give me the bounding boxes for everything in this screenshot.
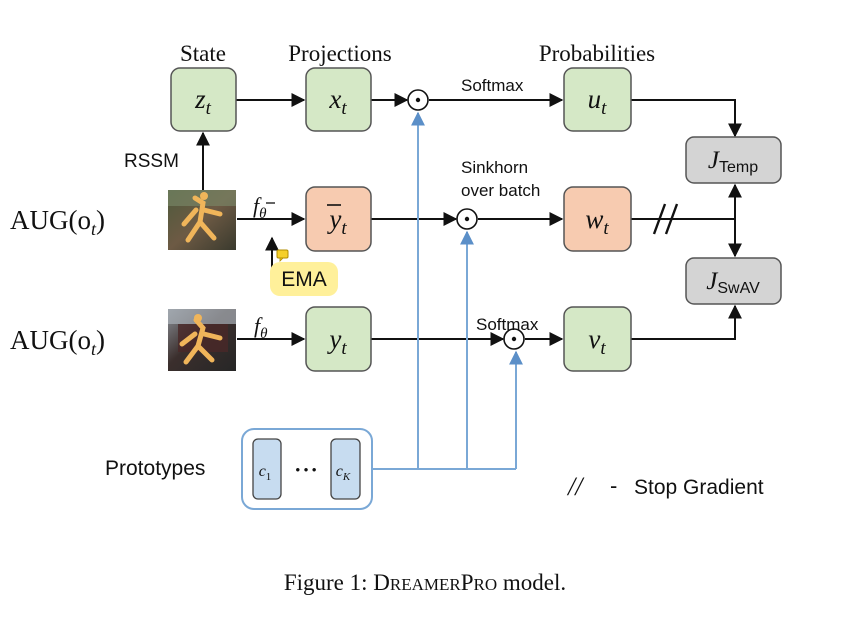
line-v-to-jswav [631,304,742,340]
svg-text:zt: zt [194,84,212,119]
svg-text:c1: c1 [259,463,272,483]
svg-text:xt: xt [328,84,347,119]
prototype-ellipsis: • • • [296,462,317,477]
node-w: wt [563,186,632,252]
sinkhorn-label-line1: Sinkhorn [461,158,528,177]
stop-gradient-text: Stop Gradient [634,476,764,499]
node-jswav: JSwAV [685,257,782,305]
stop-gradient-dash: - [610,473,617,498]
node-ybar: yt [305,186,372,252]
node-z: zt [170,67,237,132]
f-theta-bar-label: fθ [253,193,267,222]
stop-gradient-mark: // [566,472,585,501]
node-u: ut [563,67,632,132]
ema-label: EMA [281,268,327,291]
node-x: xt [305,67,372,132]
node-v: vt [563,306,632,372]
observation-image-top [168,190,236,250]
header-probabilities: Probabilities [539,41,655,66]
softmax-bottom-label: Softmax [476,315,539,334]
svg-text:ut: ut [588,84,608,119]
aug-label-bottom: AUG(ot) [10,325,105,359]
line-u-to-jtemp [631,99,742,138]
prototype-connections [372,111,523,470]
prototype-c1: c1 [252,438,282,500]
figure-caption: Figure 1: DREAMERPRO model. [284,570,566,595]
svg-text:cK: cK [336,463,351,483]
softmax-top-label: Softmax [461,76,524,95]
stop-gradient-marker [652,203,679,235]
aug-label-top: AUG(ot) [10,205,105,239]
black-connections [196,93,742,346]
node-jtemp: JTemp [685,136,782,184]
comment-icon [276,249,289,262]
svg-text:yt: yt [326,324,347,359]
prototype-cK: cK [330,438,361,500]
prototypes-label: Prototypes [105,457,205,480]
sinkhorn-label-line2: over batch [461,181,540,200]
node-y: yt [305,306,372,372]
svg-text:wt: wt [585,204,609,239]
svg-text:JSwAV: JSwAV [706,268,760,297]
ema-highlight [270,262,338,296]
observation-image-bottom [168,309,236,371]
f-theta-label: fθ [254,313,268,342]
header-projections: Projections [288,41,392,66]
svg-text:vt: vt [588,324,606,359]
svg-text:yt: yt [326,204,347,239]
header-state: State [180,41,226,66]
svg-text:JTemp: JTemp [708,147,758,176]
stop-gradient-legend: // - Stop Gradient [566,472,764,501]
rssm-label: RSSM [124,151,179,172]
